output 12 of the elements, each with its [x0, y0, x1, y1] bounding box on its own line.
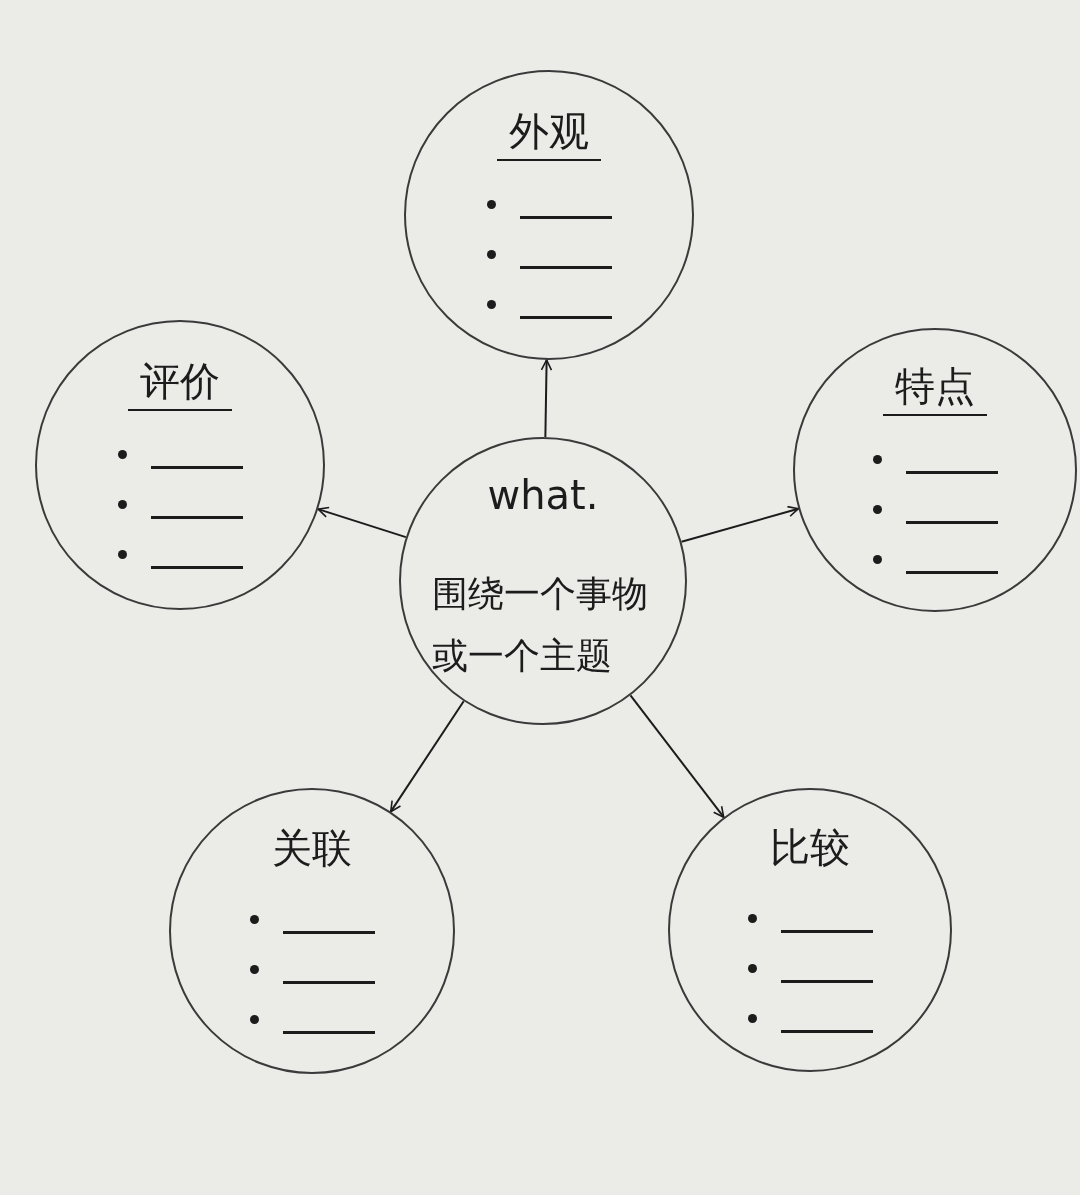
arrow [540, 359, 553, 438]
arrow [389, 700, 465, 813]
arrow [680, 505, 800, 543]
circle-heading: 关联 [271, 828, 353, 873]
circle-heading: what. [486, 475, 600, 520]
circle-heading: 评价 [128, 361, 232, 411]
circle-heading: 比较 [769, 827, 851, 872]
circle-heading: 外观 [497, 111, 601, 161]
arrow [629, 694, 725, 819]
circle-heading: 特点 [883, 366, 987, 416]
arrow [317, 506, 407, 539]
topic-text: 围绕一个事物或一个主题 [432, 572, 649, 678]
